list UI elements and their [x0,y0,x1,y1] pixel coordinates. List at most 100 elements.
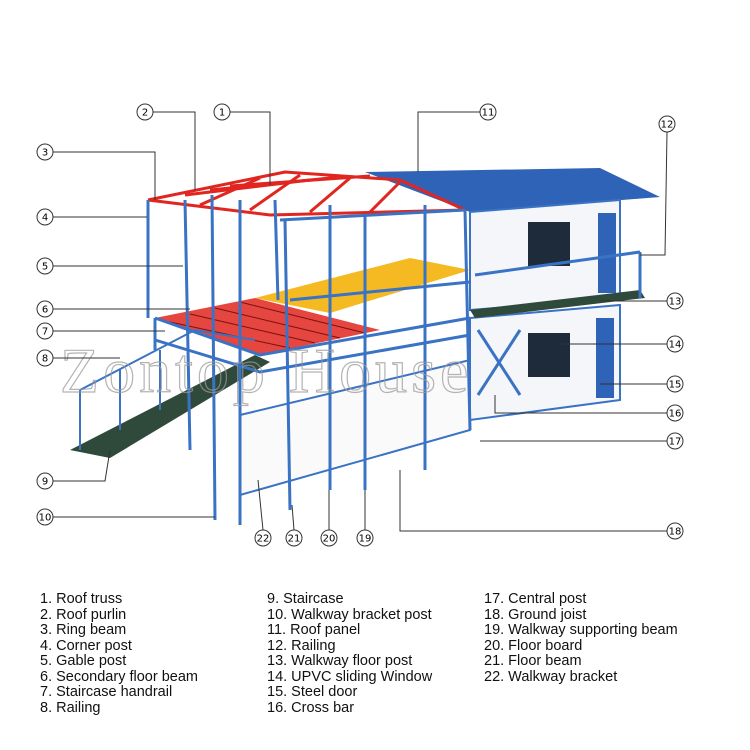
callout-10: 10 [36,508,54,526]
callout-circle [666,522,684,540]
callout-circle [666,404,684,422]
legend-item: 6. Secondary floor beam [40,668,198,685]
callout-11: 11 [479,103,497,121]
callout-number: 6 [42,305,48,316]
callout-3: 3 [36,143,54,161]
callout-number: 7 [42,327,48,338]
roof-truss [147,170,466,217]
callout-15: 15 [666,375,684,393]
legend-item: 15. Steel door [267,684,358,700]
steel-frame [146,194,642,525]
callout-8: 8 [36,349,54,367]
legend-item: 5. Gable post [40,653,127,669]
callout-7: 7 [36,322,54,340]
legend-item: 2. Roof purlin [40,606,127,623]
callout-16: 16 [666,404,684,422]
callout-number: 11 [482,108,495,119]
secondary-floor-beams [155,298,380,355]
legend-item: 18. Ground joist [484,606,587,623]
callout-circle [254,529,272,547]
legend-item: 3. Ring beam [40,622,127,638]
callout-circle [666,375,684,393]
roof-panel [365,168,660,212]
callout-circle [36,349,54,367]
legend-item: 19. Walkway supporting beam [484,622,678,638]
callout-number: 20 [323,534,336,545]
legend-item: 8. Railing [40,699,101,716]
callout-14: 14 [666,335,684,353]
house-structure-drawing: Zontop House 123456789101112131415161718… [36,103,684,547]
legend-item: 1. Roof truss [40,591,123,607]
legend-item: 7. Staircase handrail [40,684,173,700]
callout-circle [285,529,303,547]
callout-number: 15 [669,380,682,391]
legend-item: 4. Corner post [40,637,132,654]
callout-circle [666,335,684,353]
window-upper [528,222,570,266]
callout-circle [36,472,54,490]
callout-circle [36,300,54,318]
callout-number: 16 [669,409,682,420]
legend-column-1: 1. Roof truss 2. Roof purlin 3. Ring bea… [40,591,198,716]
callout-18: 18 [666,522,684,540]
callout-5: 5 [36,257,54,275]
watermark: Zontop House [60,335,472,406]
staircase-handrail [79,328,256,450]
callout-number: 2 [142,108,148,119]
callout-number: 14 [669,340,682,351]
callout-4: 4 [36,208,54,226]
legend-item: 21. Floor beam [484,653,582,669]
callout-22: 22 [254,529,272,547]
callout-number: 19 [359,534,372,545]
callout-20: 20 [320,529,338,547]
callout-circle [36,143,54,161]
legend-item: 16. Cross bar [267,699,355,716]
walkway-floor [470,290,645,318]
callout-12: 12 [658,115,676,133]
callout-circle [666,432,684,450]
callout-circle [136,103,154,121]
leader-lines [53,111,668,532]
legend-item: 11. Roof panel [267,622,361,638]
legend-column-3: 17. Central post 18. Ground joist 19. Wa… [484,591,678,685]
callout-circle [658,115,676,133]
callout-circle [36,208,54,226]
callout-number: 9 [42,477,48,488]
legend-item: 20. Floor board [484,637,583,654]
door-upper [598,213,616,293]
legend-column-2: 9. Staircase 10. Walkway bracket post 11… [267,591,433,716]
staircase [70,355,270,458]
callout-21: 21 [285,529,303,547]
callout-19: 19 [356,529,374,547]
callout-number: 10 [39,513,52,524]
callout-2: 2 [136,103,154,121]
callout-1: 1 [213,103,231,121]
legend-item: 9. Staircase [267,591,344,607]
callout-number: 1 [219,108,225,119]
callout-number: 5 [42,262,48,273]
callout-circle [36,257,54,275]
callout-13: 13 [666,292,684,310]
callout-number: 21 [288,534,301,545]
window-lower [528,333,570,377]
callout-6: 6 [36,300,54,318]
legend-item: 13. Walkway floor post [267,653,413,669]
legend-item: 22. Walkway bracket [484,668,618,685]
callout-number: 17 [669,437,682,448]
legend-item: 14. UPVC sliding Window [267,668,433,685]
callout-number: 4 [42,213,48,224]
callout-circle [36,322,54,340]
callout-circle [356,529,374,547]
callout-circle [666,292,684,310]
callout-9: 9 [36,472,54,490]
callout-number: 22 [257,534,270,545]
callout-circle [36,508,54,526]
callout-number: 18 [669,527,682,538]
callout-circle [320,529,338,547]
callout-circle [213,103,231,121]
steel-door [596,318,614,398]
callout-number: 12 [661,120,674,131]
callout-number: 13 [669,297,682,308]
